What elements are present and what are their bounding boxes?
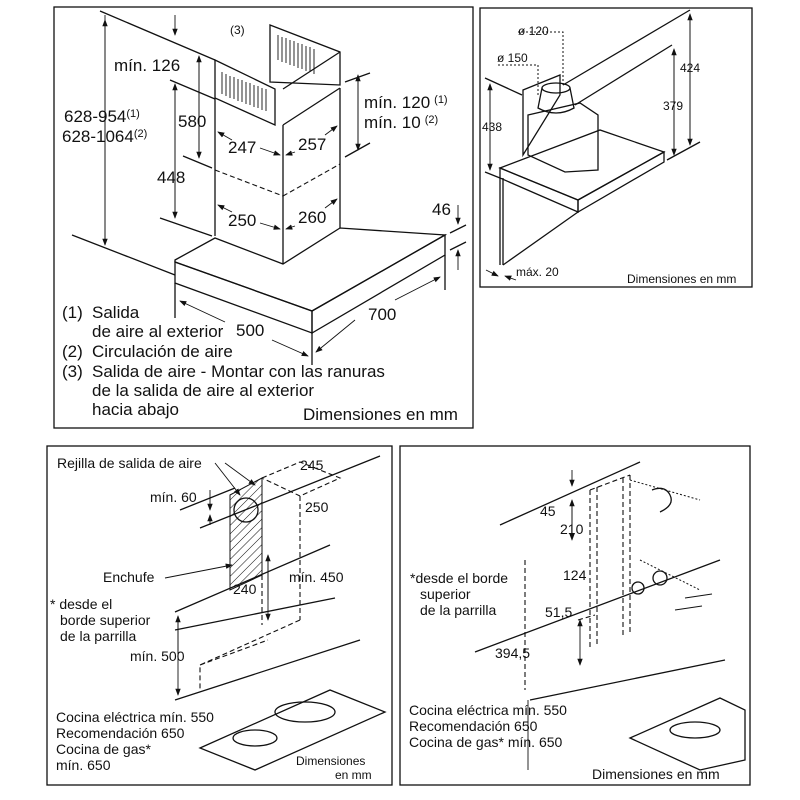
units-label: Dimensiones (296, 754, 365, 768)
dim-700: 700 (368, 305, 396, 324)
dim-min-126: mín. 126 (114, 56, 180, 75)
cooktop-line: Cocina de gas* (56, 741, 152, 757)
dim-438: 438 (482, 120, 502, 134)
dim-45: 45 (540, 503, 556, 519)
dim-51-5: 51,5 (545, 604, 572, 620)
dim-min-500: mín. 500 (130, 648, 185, 664)
note-line: borde superior (60, 612, 151, 628)
svg-text:Circulación de aire: Circulación de aire (92, 342, 233, 361)
legend: (1) Salida de aire al exterior (2) Circu… (62, 303, 385, 419)
units-label: Dimensiones en mm (627, 272, 736, 286)
cooktop-line: Cocina de gas* mín. 650 (409, 734, 563, 750)
dim-max-20: máx. 20 (516, 265, 559, 279)
dim-257: 257 (298, 135, 326, 154)
dim-min-120: mín. 120(1) (364, 93, 448, 112)
note-line: * desde el (50, 596, 112, 612)
svg-text:Salida de aire - Montar con la: Salida de aire - Montar con las ranuras (92, 362, 385, 381)
dim-247: 247 (228, 138, 256, 157)
dim-210: 210 (560, 521, 584, 537)
note-line: de la parrilla (420, 602, 496, 618)
dim-250: 250 (228, 211, 256, 230)
dim-124: 124 (563, 567, 587, 583)
panel-frame (46, 445, 393, 786)
dim-260: 260 (298, 208, 326, 227)
note-line: de la parrilla (60, 628, 136, 644)
cooktop-line: Recomendación 650 (56, 725, 185, 741)
units-label: Dimensiones en mm (592, 766, 720, 782)
dim-250: 250 (305, 499, 329, 515)
diameter-150: ø 150 (497, 51, 528, 65)
svg-text:(1): (1) (62, 303, 83, 322)
dim-height-2: 628-1064(2) (62, 127, 147, 146)
svg-text:de la salida de aire al exteri: de la salida de aire al exterior (92, 381, 314, 400)
panel-side-view: ø 120 ø 150 424 379 438 máx. 20 Dimensio… (479, 7, 753, 288)
cooktop-line: mín. 650 (56, 757, 111, 773)
dim-min-10: mín. 10(2) (364, 113, 438, 132)
svg-text:Salida: Salida (92, 303, 140, 322)
dim-height-1: 628-954(1) (64, 107, 140, 126)
units-label: en mm (335, 768, 372, 782)
svg-text:(3): (3) (62, 362, 83, 381)
diameter-120: ø 120 (518, 24, 549, 38)
dim-240: 240 (233, 581, 257, 597)
svg-text:(2): (2) (62, 342, 83, 361)
panel-main-dimensions: (3) mín. 126 628-954(1) 628-1064(2) 580 … (53, 6, 474, 429)
label-3: (3) (230, 23, 245, 37)
note-line: *desde el borde (410, 570, 508, 586)
panel-frame (53, 6, 474, 429)
dim-448: 448 (157, 168, 185, 187)
svg-text:hacia abajo: hacia abajo (92, 400, 179, 419)
dim-394-5: 394,5 (495, 645, 530, 661)
dim-46: 46 (432, 200, 451, 219)
dim-min-60: mín. 60 (150, 489, 197, 505)
note-line: superior (420, 586, 471, 602)
label-plug: Enchufe (103, 569, 155, 585)
panel-frame (479, 7, 753, 288)
panel-install-left: Rejilla de salida de aire 245 250 mín. 6… (46, 445, 393, 786)
dim-580: 580 (178, 112, 206, 131)
label-air-outlet-grille: Rejilla de salida de aire (57, 455, 202, 471)
panel-install-right: 45 210 124 *desde el borde superior de l… (399, 445, 751, 786)
cooktop-line: Cocina eléctrica mín. 550 (409, 702, 567, 718)
panel-frame (399, 445, 751, 786)
cooktop-line: Recomendación 650 (409, 718, 538, 734)
units-label: Dimensiones en mm (303, 405, 458, 424)
svg-text:de aire al exterior: de aire al exterior (92, 322, 224, 341)
dim-379: 379 (663, 99, 683, 113)
dim-424: 424 (680, 61, 700, 75)
vent-slots (221, 35, 315, 111)
dim-245: 245 (300, 457, 324, 473)
dim-min-450: mín. 450 (289, 569, 344, 585)
cooktop-line: Cocina eléctrica mín. 550 (56, 709, 214, 725)
dim-500: 500 (236, 321, 264, 340)
